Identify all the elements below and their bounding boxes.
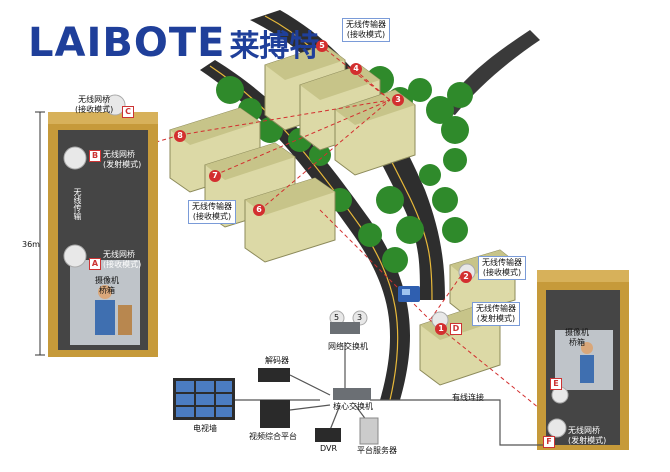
marker-2: 2 <box>460 271 472 283</box>
platform-server-label: 平台服务器 <box>357 446 397 455</box>
marker-7: 7 <box>209 170 221 182</box>
tv-wall-label: 电视墙 <box>193 424 217 433</box>
label-line: 桥箱 <box>569 338 585 347</box>
label-line: (接收模式) <box>346 30 386 39</box>
label-line: 无线传输器 <box>476 304 516 313</box>
switch-port-left: 5 <box>334 313 340 322</box>
dvr-label: DVR <box>320 444 338 453</box>
marker-3: 3 <box>392 94 404 106</box>
label-line: (接收模式) <box>192 212 232 221</box>
label-line: 无线网桥 <box>568 426 600 435</box>
label-line: 无线传输器 <box>192 202 232 211</box>
right-transmitter-rx-label: 无线传输器 (接收模式) <box>478 256 526 280</box>
tag-b: B <box>89 150 101 162</box>
left-low-bridge-mode: (接收模式) <box>103 260 142 269</box>
label-line: 无线网桥 <box>103 150 135 159</box>
decoder-label: 解码器 <box>265 356 289 365</box>
video-platform-label: 视频综合平台 <box>249 432 297 441</box>
tag-a: A <box>89 258 101 270</box>
label-line: 桥箱 <box>99 286 115 295</box>
left-camera-label: 摄像机 桥箱 <box>95 276 119 296</box>
van <box>398 286 420 302</box>
network-switch-label: 网络交换机 <box>328 342 368 351</box>
wireless-transmission-label: 无线传输 <box>73 188 82 220</box>
tag-d: D <box>450 323 462 335</box>
marker-5: 5 <box>316 40 328 52</box>
label-line: 无线网桥 <box>78 95 111 104</box>
logo-chinese: 莱搏特 <box>229 29 320 64</box>
height-label: 36m <box>22 240 40 249</box>
right-transmitter-tx-label: 无线传输器 (发射模式) <box>472 302 520 326</box>
brand-logo: LAIBOTE 莱搏特 <box>28 8 319 78</box>
tag-f: F <box>543 436 555 448</box>
equipment <box>173 322 379 445</box>
core-switch-label: 核心交换机 <box>333 402 373 411</box>
label-line: (发射模式) <box>476 314 516 323</box>
label-line: (接收模式) <box>75 105 114 114</box>
wired-link-label: 有线连接 <box>452 393 484 402</box>
tag-c: C <box>122 106 134 118</box>
marker-6: 6 <box>253 204 265 216</box>
label-line: (发射模式) <box>568 436 607 445</box>
left-tower <box>35 94 158 357</box>
label-line: (接收模式) <box>482 268 522 277</box>
right-bottom-bridge-label: 无线网桥 (发射模式) <box>568 426 606 446</box>
label-line: 无线网桥 <box>103 250 135 259</box>
label-line: 摄像机 <box>565 328 589 337</box>
right-tower <box>537 270 629 450</box>
left-mid-bridge-label: 无线网桥 (发射模式) <box>103 150 141 170</box>
upper-transmitter-label: 无线传输器 (接收模式) <box>342 18 390 42</box>
tag-e: E <box>550 378 562 390</box>
logo-latin: LAIBOTE <box>28 20 226 66</box>
left-low-bridge-label: 无线网桥 <box>103 250 135 260</box>
marker-1: 1 <box>435 323 447 335</box>
label-line: 无线传输器 <box>482 258 522 267</box>
right-camera-label: 摄像机 桥箱 <box>565 328 589 348</box>
left-top-bridge-label: 无线网桥 (接收模式) <box>75 95 113 115</box>
building-6 <box>244 177 336 263</box>
label-line: (发射模式) <box>103 160 142 169</box>
label-line: 无线传输器 <box>346 20 386 29</box>
marker-8: 8 <box>174 130 186 142</box>
left-transmitter-label: 无线传输器 (接收模式) <box>188 200 236 224</box>
label-line: 摄像机 <box>95 276 119 285</box>
marker-4: 4 <box>350 63 362 75</box>
switch-port-right: 3 <box>357 313 363 322</box>
